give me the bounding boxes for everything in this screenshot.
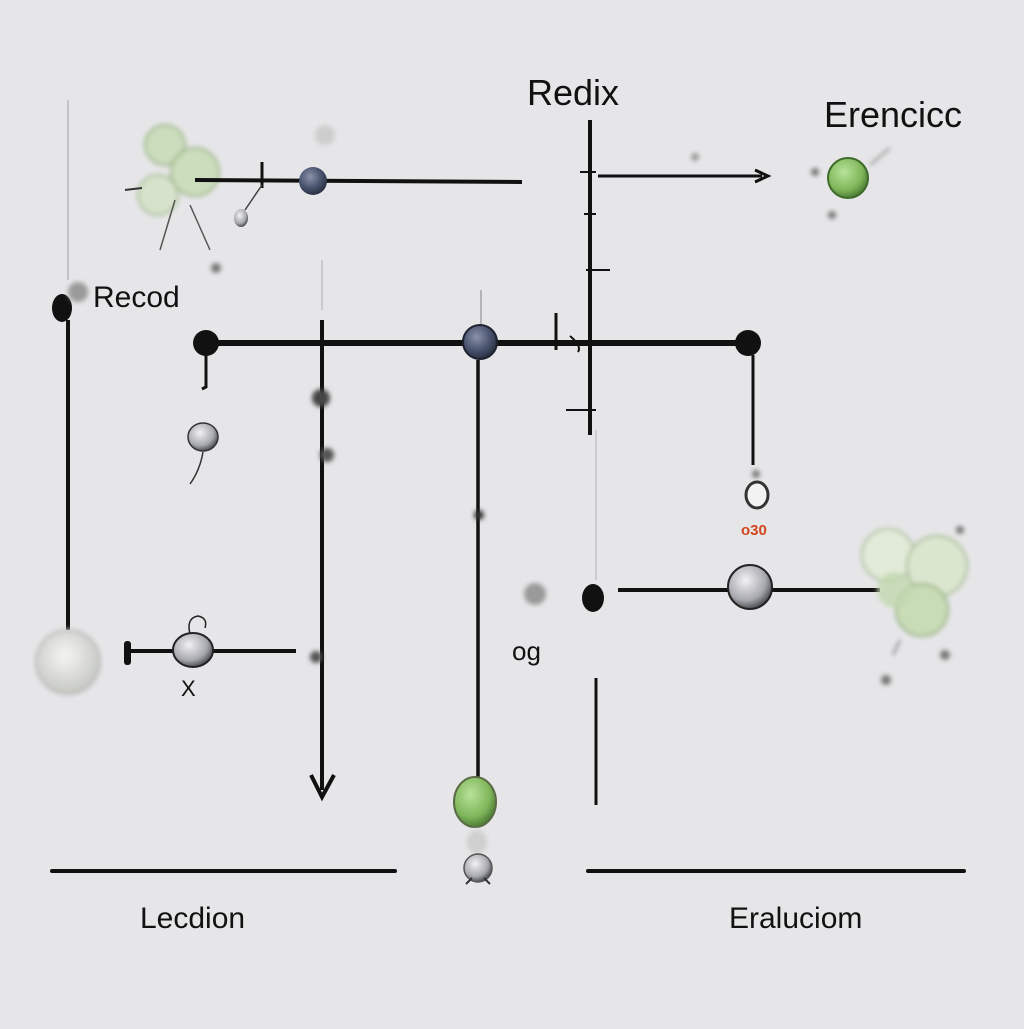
node-green-bottom[interactable] <box>453 776 497 828</box>
blurred-dot <box>312 389 330 407</box>
node-pale-left[interactable] <box>35 629 101 695</box>
connector <box>159 199 176 251</box>
node-ring-right[interactable] <box>744 480 770 510</box>
hook-left <box>201 355 208 391</box>
cluster-top-right: Erencicc <box>811 94 962 219</box>
node-black-left[interactable] <box>52 294 72 322</box>
connector <box>124 187 143 191</box>
x-branch: X <box>124 615 296 701</box>
faint-dot <box>940 650 950 660</box>
label-recod: Recod <box>93 281 180 314</box>
label-redix: Redix <box>527 72 619 113</box>
main-bus <box>193 290 761 391</box>
bottom-section: Lecdion Eraluciom <box>50 869 966 935</box>
node-black-right[interactable] <box>582 584 604 612</box>
blurred-dot <box>320 448 334 462</box>
lower-right-branch: og <box>512 430 968 805</box>
faint-dot <box>811 168 819 176</box>
faint-dot <box>752 470 760 478</box>
arrowhead-down <box>309 774 336 802</box>
label-o30: o30 <box>741 522 767 539</box>
blurred-dot <box>467 830 487 854</box>
x-branch-endcap <box>124 641 131 665</box>
node-green-top-right[interactable] <box>827 157 869 199</box>
node-stem <box>188 615 207 635</box>
faint-dot <box>828 211 836 219</box>
bus-endpoint-left[interactable] <box>193 330 219 356</box>
label-erencicc: Erencicc <box>824 94 962 135</box>
green-blob-cluster <box>137 124 335 216</box>
green-blob-cluster-right <box>861 528 968 637</box>
small-dot <box>211 263 221 273</box>
connector <box>244 184 263 211</box>
faint-dot <box>956 526 964 534</box>
connector <box>189 451 204 485</box>
faint-dot <box>691 153 699 161</box>
blurred-dot <box>524 583 546 605</box>
down-arrow-branch <box>187 260 336 802</box>
label-lecdion: Lecdion <box>140 902 245 935</box>
arrowhead-right <box>754 168 772 184</box>
node-grey-left[interactable] <box>187 422 219 452</box>
node-grey-bottom-left[interactable] <box>172 632 214 668</box>
center-column <box>453 360 497 885</box>
connector <box>189 204 211 251</box>
connector <box>892 639 901 656</box>
right-drop-branch: o30 <box>741 355 770 539</box>
label-eraluciom: Eraluciom <box>729 902 862 935</box>
blurred-dot <box>474 510 484 520</box>
label-og: og <box>512 636 541 666</box>
redix-column: Redix <box>527 72 772 435</box>
label-x: X <box>181 676 196 701</box>
cluster-top-left <box>67 100 523 280</box>
faint-dot <box>68 282 88 302</box>
node-dark-top[interactable] <box>299 167 327 195</box>
left-branch: Recod <box>35 281 180 695</box>
top-horizontal-line <box>194 178 523 184</box>
node-dark-center[interactable] <box>462 324 498 360</box>
small-node <box>234 209 248 227</box>
blurred-dot <box>310 651 322 663</box>
node-grey-bottom[interactable] <box>463 853 493 883</box>
bus-endpoint-right[interactable] <box>735 330 761 356</box>
faint-dot <box>881 675 891 685</box>
node-feet <box>465 877 491 885</box>
tick-mark <box>569 335 580 353</box>
node-grey-right[interactable] <box>727 564 773 610</box>
connector <box>869 147 891 166</box>
